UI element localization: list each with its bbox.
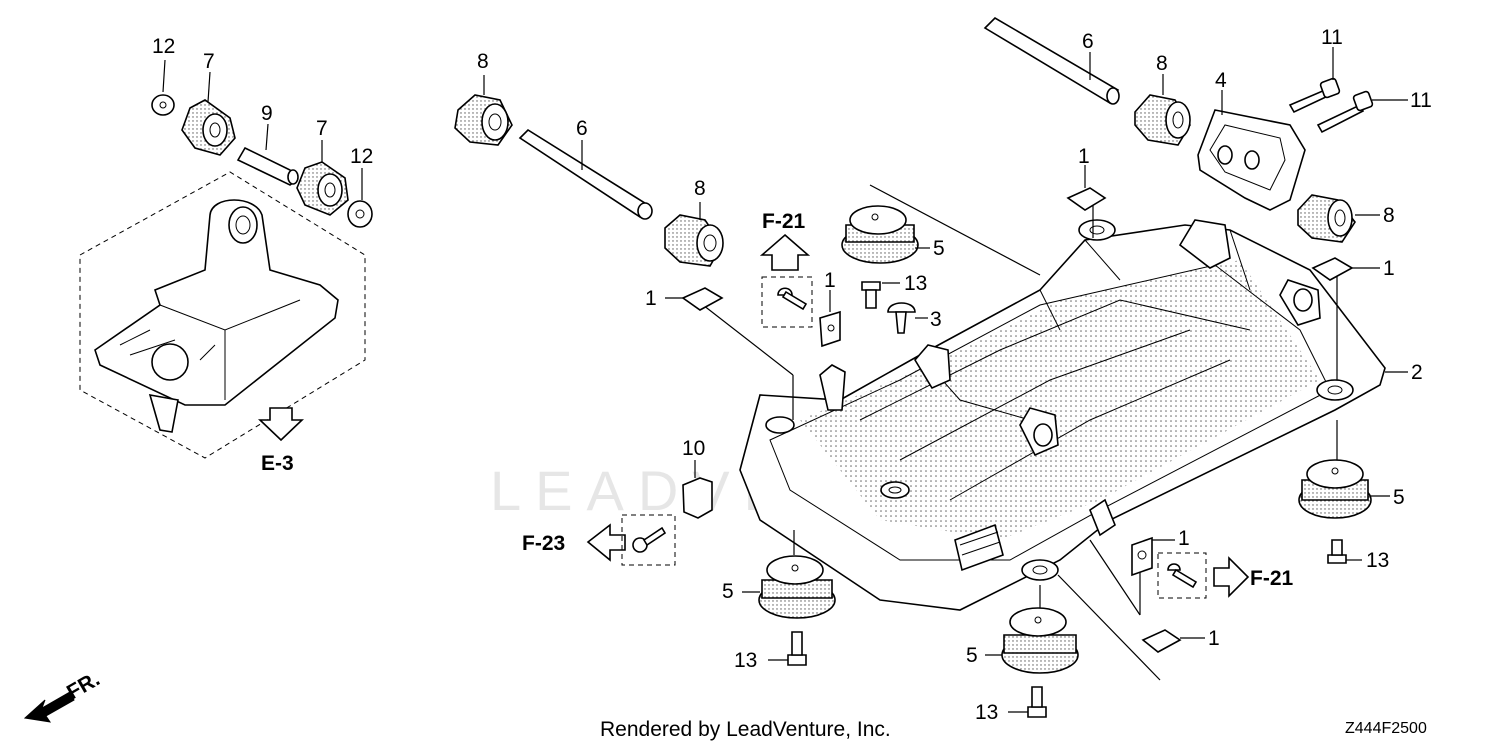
callout-6-a: 6 xyxy=(576,117,588,140)
upper-right-mounts xyxy=(983,16,1408,243)
callout-5-top: 5 xyxy=(933,237,945,260)
ref-f21-top[interactable]: F-21 xyxy=(762,210,806,233)
ref-f23[interactable]: F-23 xyxy=(522,532,565,555)
callout-11-b: 11 xyxy=(1410,89,1432,112)
callout-12-left: 12 xyxy=(152,35,175,58)
callout-13-right: 13 xyxy=(1366,549,1389,572)
callout-12-right: 12 xyxy=(350,145,373,168)
callout-10: 10 xyxy=(682,437,705,460)
callout-11-a: 11 xyxy=(1321,26,1343,49)
callout-8-d: 8 xyxy=(1383,204,1395,227)
callout-3: 3 xyxy=(930,308,942,331)
callout-1-d: 1 xyxy=(1383,257,1395,280)
callout-2: 2 xyxy=(1411,361,1423,384)
upper-left-mounts xyxy=(454,75,724,267)
mounts xyxy=(742,205,1390,718)
callout-8-b: 8 xyxy=(694,177,706,200)
ref-f23-group xyxy=(586,514,676,566)
callout-4: 4 xyxy=(1215,69,1227,92)
front-direction-arrow xyxy=(23,691,75,723)
callout-1-e: 1 xyxy=(1178,527,1190,550)
inset-e3 xyxy=(79,59,373,459)
callout-5-lower-center: 5 xyxy=(966,644,978,667)
ref-e3[interactable]: E-3 xyxy=(261,452,294,475)
callout-7-left: 7 xyxy=(203,50,215,73)
callout-1-c: 1 xyxy=(824,269,836,292)
ref-f21-top-group xyxy=(759,233,813,328)
callout-13-top: 13 xyxy=(904,272,927,295)
callout-9: 9 xyxy=(261,102,273,125)
rendered-by-footer: Rendered by LeadVenture, Inc. xyxy=(600,718,891,741)
callout-13-lower-left: 13 xyxy=(734,649,757,672)
callout-6-b: 6 xyxy=(1082,30,1094,53)
callout-13-lower-center: 13 xyxy=(975,701,998,724)
main-frame xyxy=(739,219,1408,611)
callout-8-c: 8 xyxy=(1156,52,1168,75)
clips xyxy=(665,165,1380,653)
callout-1-a: 1 xyxy=(1078,145,1090,168)
callout-8-a: 8 xyxy=(477,50,489,73)
callout-5-right: 5 xyxy=(1393,486,1405,509)
callout-1-b: 1 xyxy=(645,287,657,310)
ref-f21-right[interactable]: F-21 xyxy=(1250,567,1294,590)
callout-7-right: 7 xyxy=(316,117,328,140)
ref-f21-right-group xyxy=(1157,552,1250,599)
callout-5-lower-left: 5 xyxy=(722,580,734,603)
callout-1-f: 1 xyxy=(1208,627,1220,650)
diagram-code: Z444F2500 xyxy=(1345,720,1427,737)
